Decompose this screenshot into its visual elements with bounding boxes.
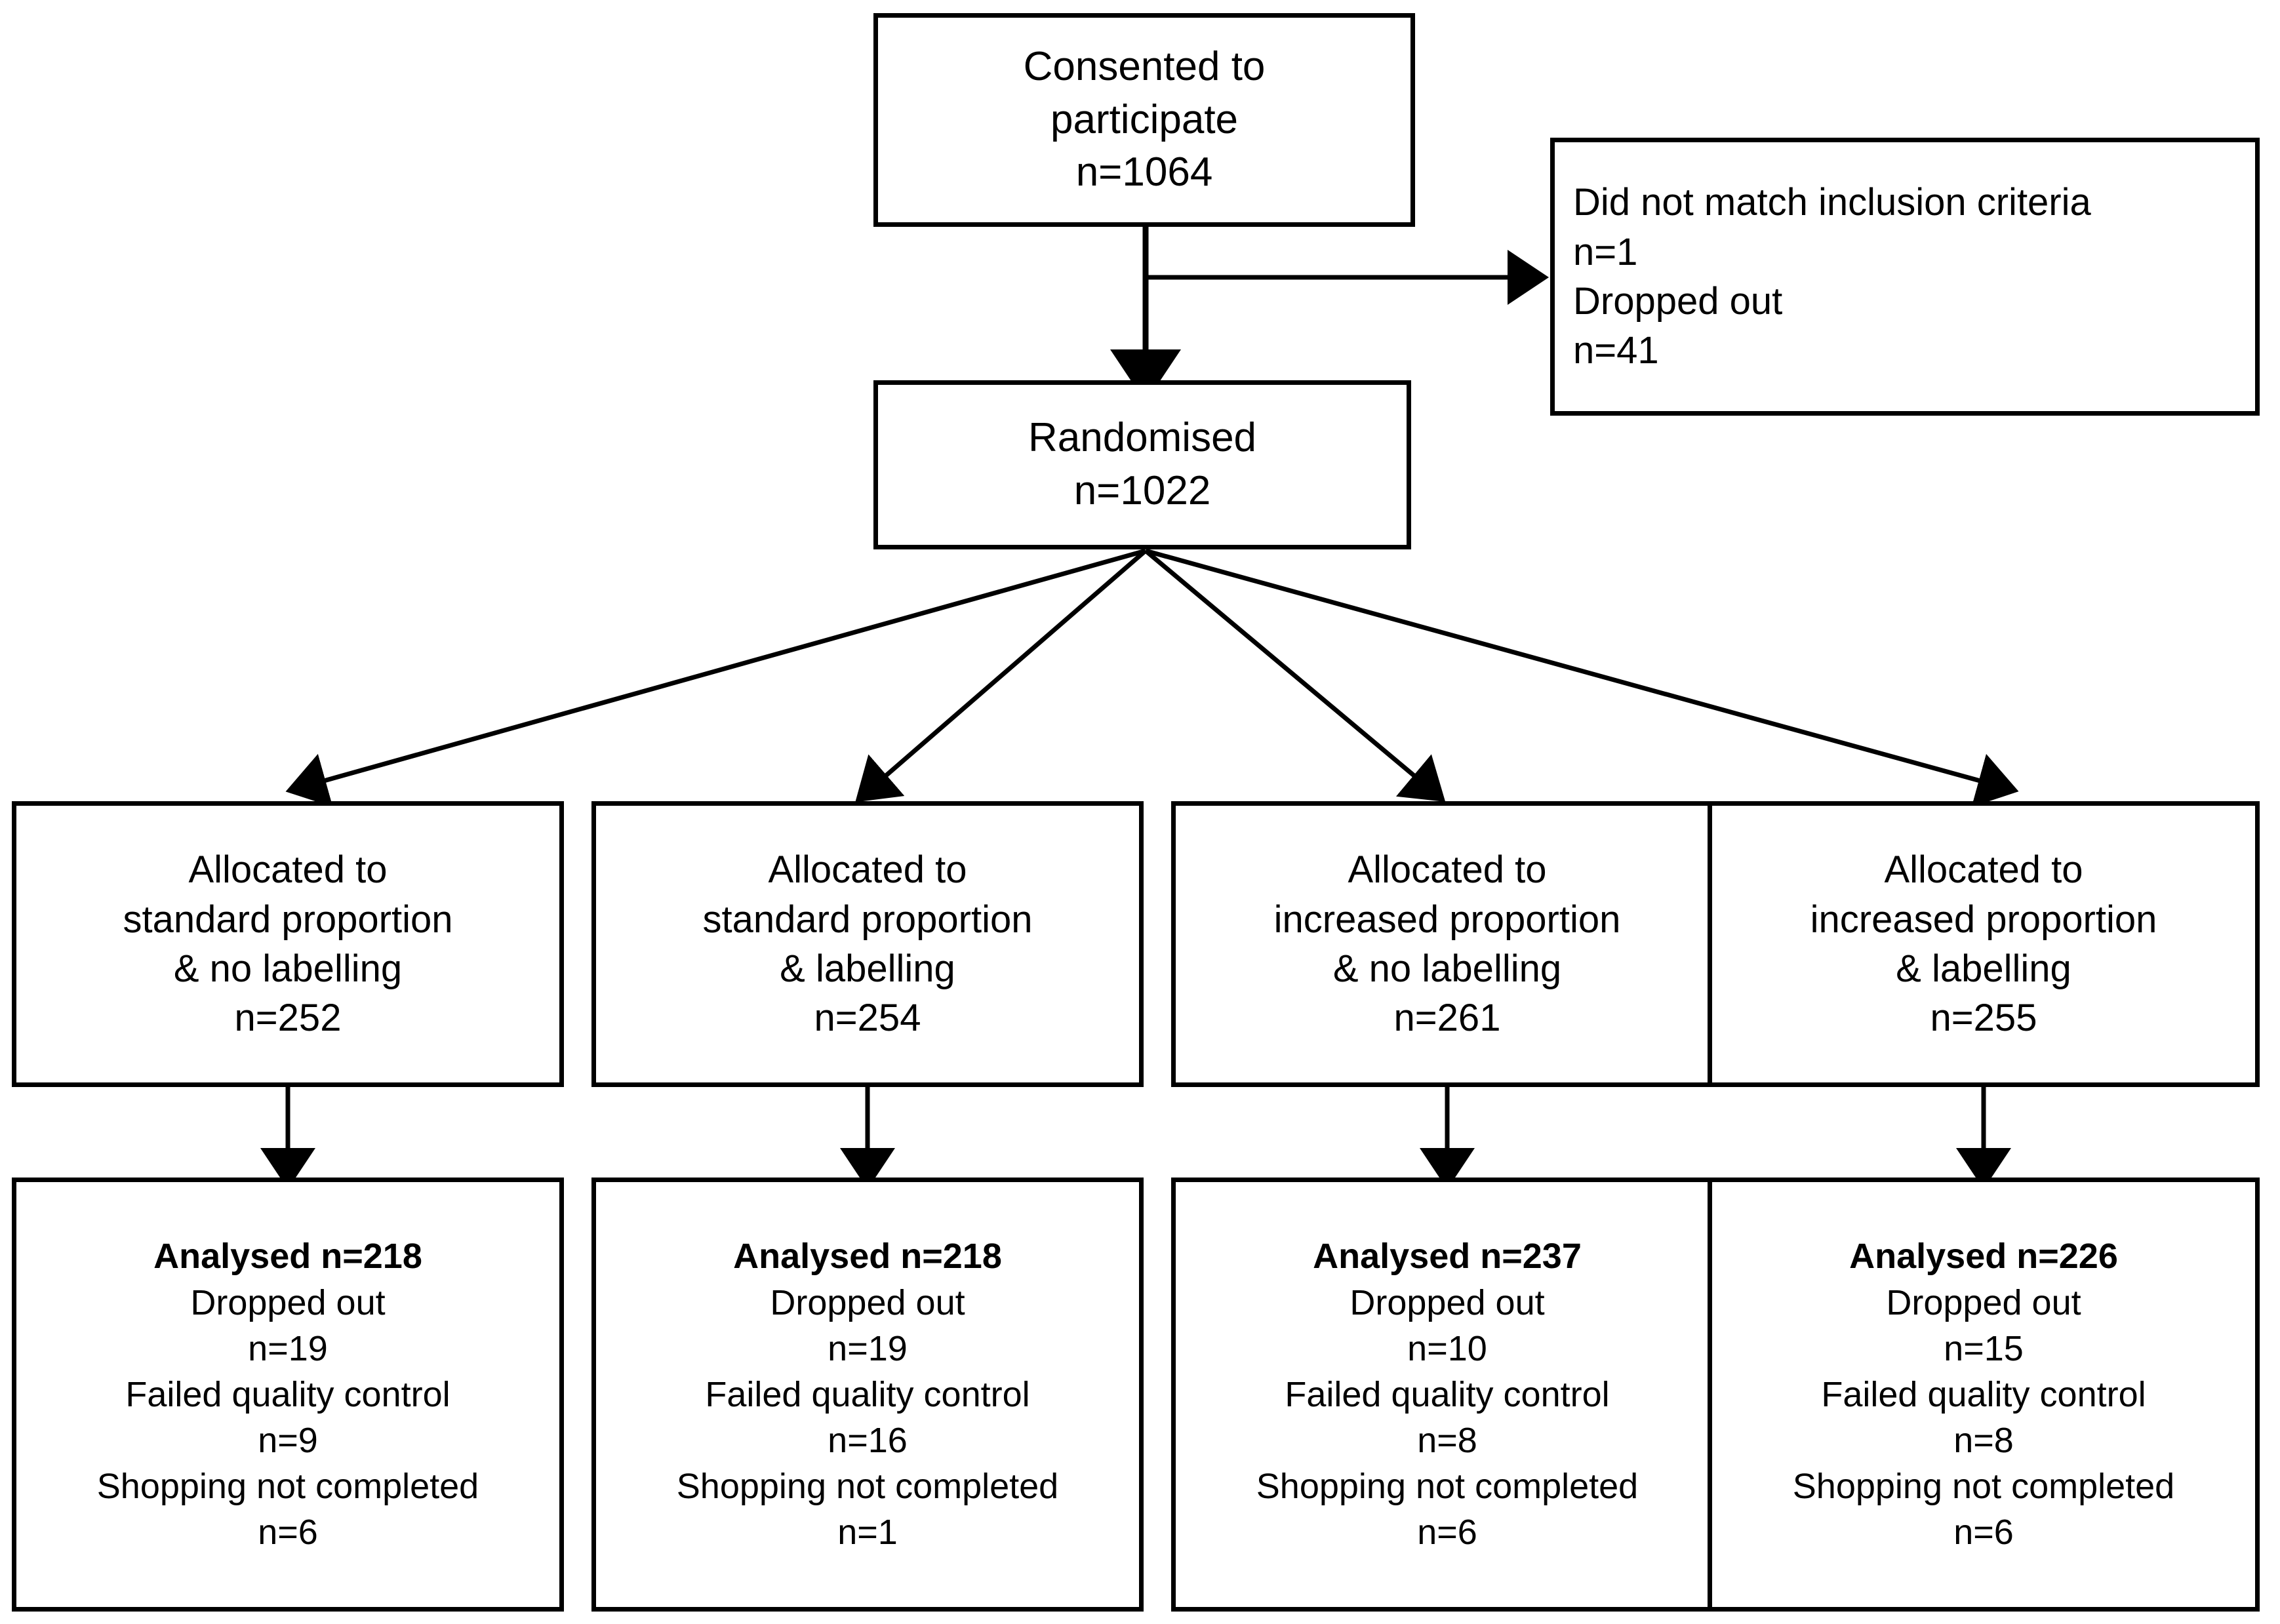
node-text-line: Shopping not completed [1256,1467,1639,1507]
node-text-line: increased proportion [1273,898,1621,941]
node-text-line: Shopping not completed [676,1467,1059,1507]
node-count: n=6 [258,1513,318,1553]
analysed-headline: Analysed n=218 [733,1237,1002,1277]
node-text-line: Consented to [1023,44,1266,90]
node-count: n=1022 [1073,468,1211,513]
analysed-headline: Analysed n=218 [153,1237,422,1277]
node-text-line: & labelling [780,947,955,990]
node-allocated-standard-proportion-labelling: Allocated to standard proportion & label… [591,801,1144,1087]
node-text-line: & labelling [1896,947,2071,990]
analysed-headline: Analysed n=226 [1849,1237,2118,1277]
node-text-line: Dropped out [1886,1282,2081,1322]
node-consented-to-participate: Consented to participate n=1064 [873,13,1415,227]
node-text-line: standard proportion [123,898,453,941]
node-text-line: & no labelling [1332,947,1562,990]
node-count: n=6 [1953,1513,2014,1553]
node-count: n=1 [1573,230,1638,273]
node-text-line: participate [1050,96,1239,142]
connector-randomised-to-alloc-1 [855,549,1148,802]
node-count: n=254 [814,997,921,1040]
node-text-line: Allocated to [188,848,388,892]
node-text-line: Allocated to [1348,848,1547,892]
connector-randomised-to-alloc-2 [1144,549,1446,802]
node-text-line: Shopping not completed [1792,1467,2175,1507]
node-count: n=16 [828,1421,908,1461]
node-randomised: Randomised n=1022 [873,380,1411,549]
node-allocated-increased-proportion-no-labelling: Allocated to increased proportion & no l… [1171,801,1723,1087]
node-count: n=1 [837,1513,898,1553]
node-count: n=8 [1953,1421,2014,1461]
node-excluded-participants: Did not match inclusion criteria n=1 Dro… [1550,138,2260,416]
node-count: n=15 [1944,1328,2024,1368]
node-text-line: Randomised [1028,415,1257,461]
connector-randomised-to-alloc-0 [285,548,1146,807]
node-allocated-standard-proportion-no-labelling: Allocated to standard proportion & no la… [12,801,564,1087]
node-analysed-increased-proportion-no-labelling: Analysed n=237 Dropped out n=10 Failed q… [1171,1178,1723,1612]
node-text-line: Dropped out [770,1282,965,1322]
connector-randomised-to-alloc-3 [1145,548,2019,807]
node-analysed-increased-proportion-labelling: Analysed n=226 Dropped out n=15 Failed q… [1708,1178,2260,1612]
node-text-line: Failed quality control [705,1374,1030,1414]
node-analysed-standard-proportion-labelling: Analysed n=218 Dropped out n=19 Failed q… [591,1178,1144,1612]
analysed-headline: Analysed n=237 [1313,1237,1582,1277]
node-text-line: Failed quality control [1821,1374,2146,1414]
node-count: n=255 [1930,997,2037,1040]
node-analysed-standard-proportion-no-labelling: Analysed n=218 Dropped out n=19 Failed q… [12,1178,564,1612]
node-text-line: Failed quality control [125,1374,450,1414]
node-text-line: standard proportion [702,898,1033,941]
node-text-line: Dropped out [1573,280,1783,323]
node-count: n=9 [258,1421,318,1461]
node-count: n=1064 [1075,149,1213,195]
node-text-line: Dropped out [190,1282,386,1322]
node-count: n=261 [1393,997,1501,1040]
node-count: n=19 [248,1328,328,1368]
node-text-line: Dropped out [1350,1282,1545,1322]
node-text-line: & no labelling [173,947,403,990]
node-count: n=6 [1417,1513,1477,1553]
node-count: n=10 [1407,1328,1487,1368]
node-text-line: Failed quality control [1285,1374,1610,1414]
node-text-line: Allocated to [768,848,967,892]
node-count: n=19 [828,1328,908,1368]
node-text-line: Did not match inclusion criteria [1573,181,2091,224]
node-text-line: Allocated to [1884,848,2083,892]
node-text-line: increased proportion [1810,898,2157,941]
node-count: n=41 [1573,329,1659,372]
node-allocated-increased-proportion-labelling: Allocated to increased proportion & labe… [1708,801,2260,1087]
node-count: n=252 [234,997,342,1040]
node-text-line: Shopping not completed [96,1467,479,1507]
node-count: n=8 [1417,1421,1477,1461]
